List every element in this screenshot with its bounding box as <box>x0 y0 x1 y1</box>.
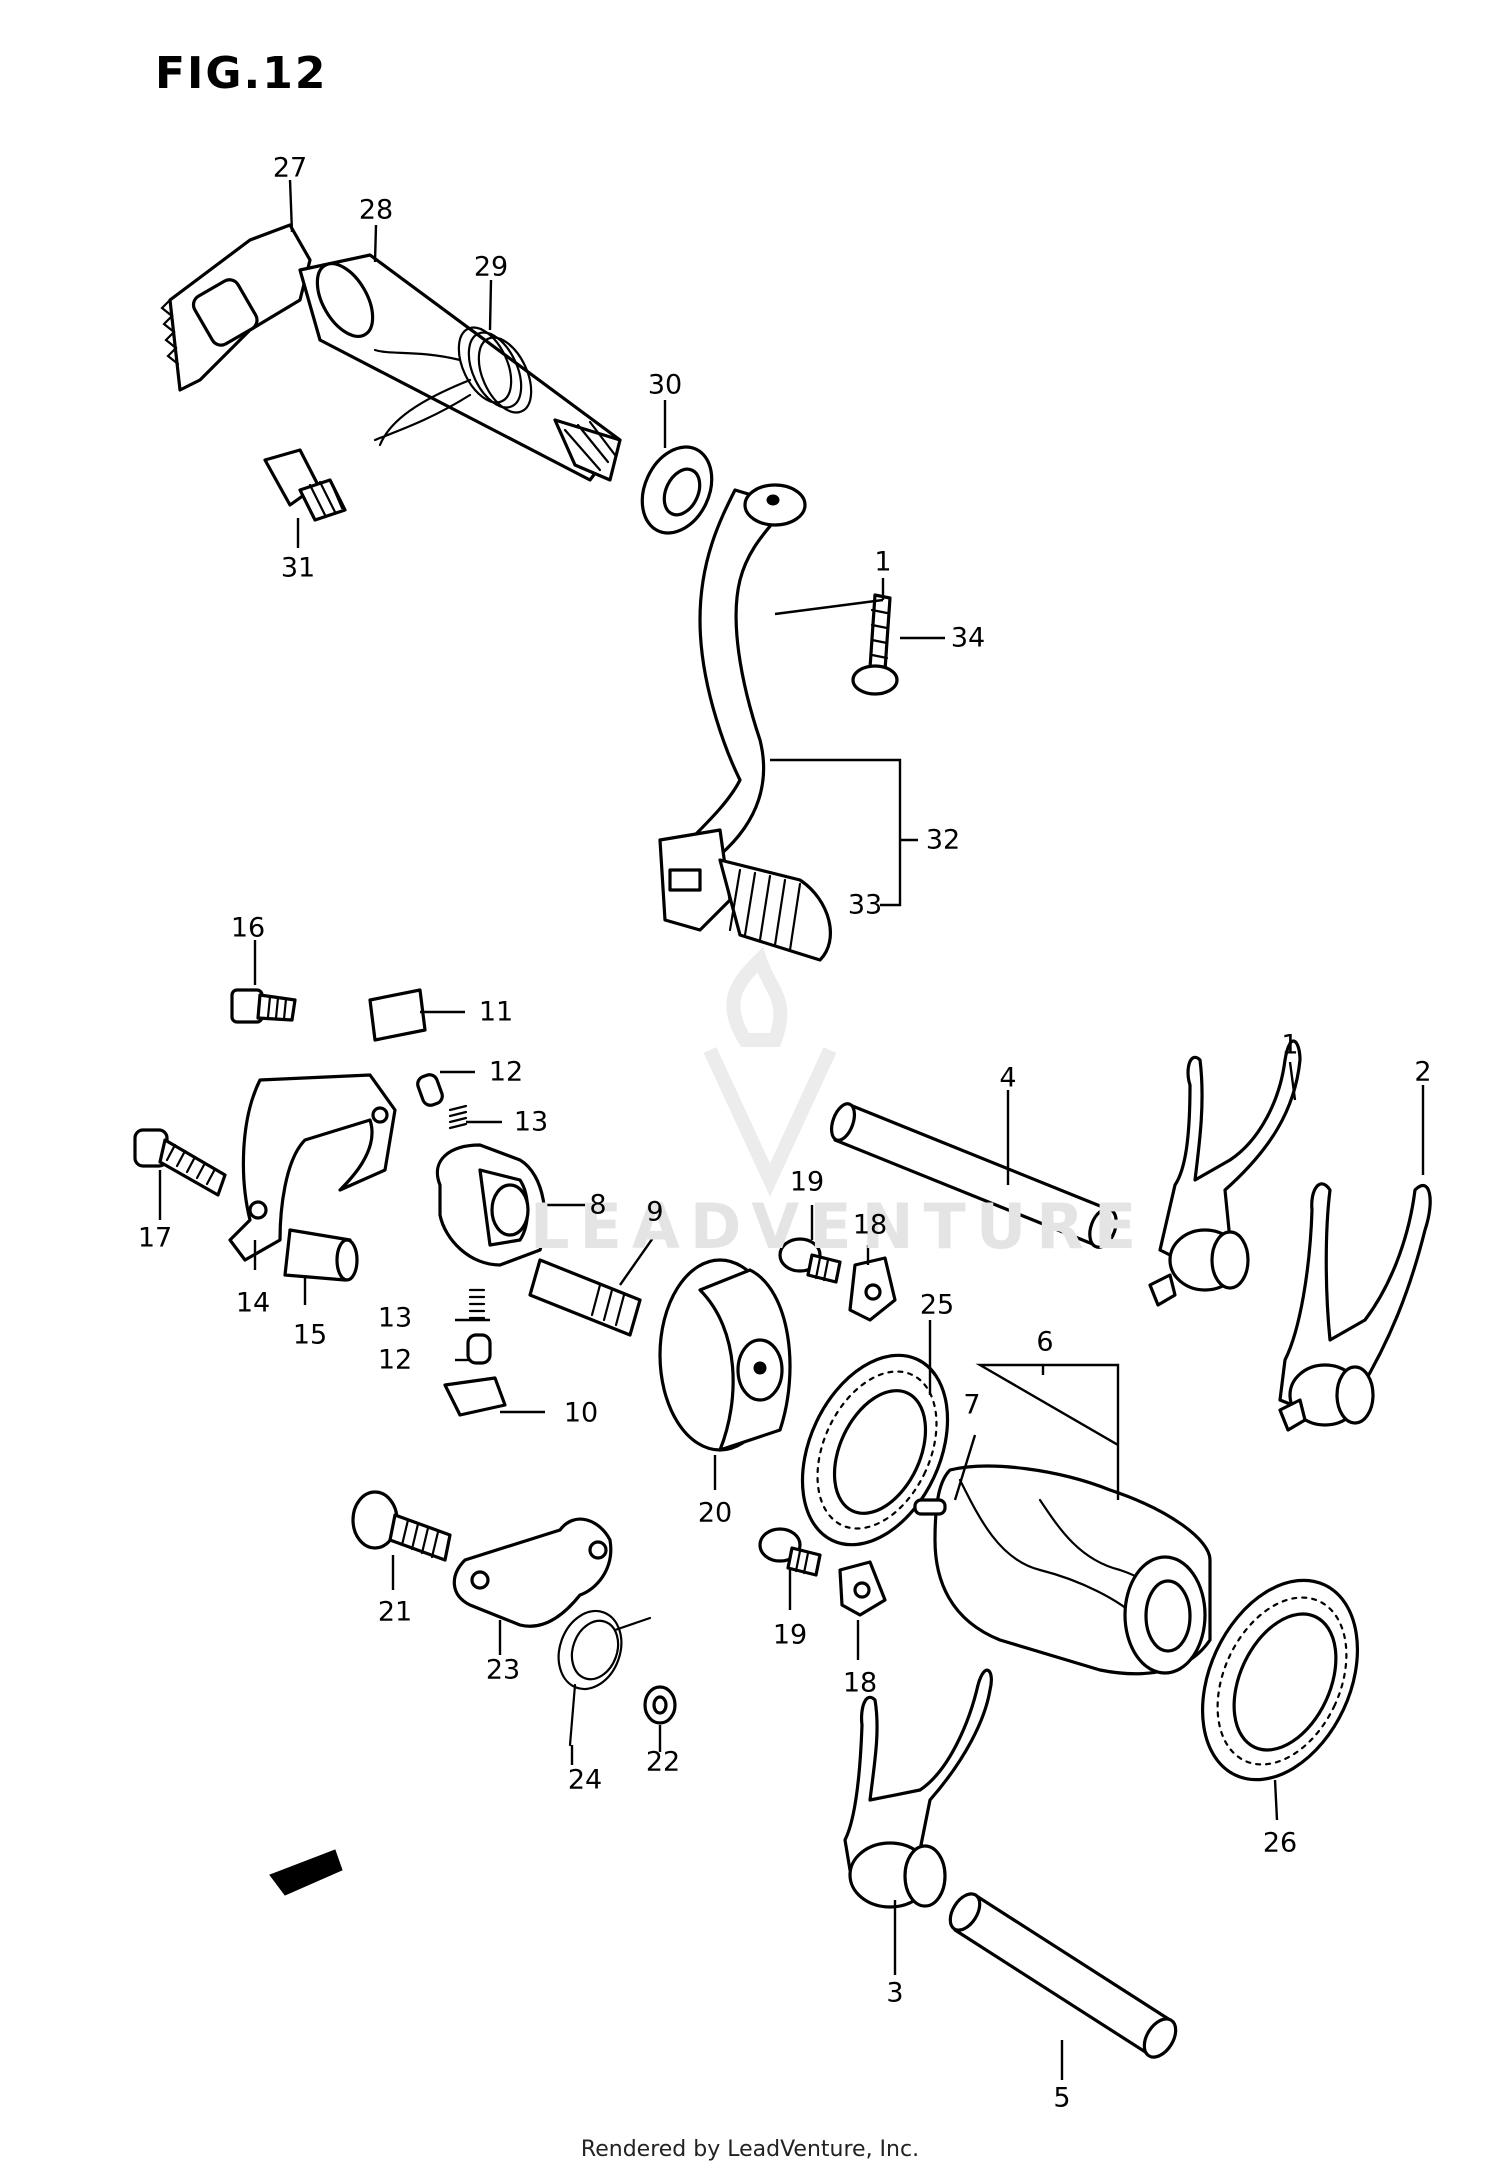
part-15-roller <box>283 1228 359 1282</box>
callout-16: 16 <box>230 912 266 944</box>
part-14-cam-guide-plate <box>228 1073 397 1262</box>
part-12-pin-upper <box>416 1073 444 1107</box>
callout-5: 5 <box>1053 2082 1071 2114</box>
callout-14: 14 <box>235 1287 271 1319</box>
part-31-bolt <box>263 448 347 522</box>
callout-19-upper: 19 <box>789 1166 825 1198</box>
callout-11: 11 <box>478 996 514 1028</box>
callout-30: 30 <box>647 369 683 401</box>
footer-credit: Rendered by LeadVenture, Inc. <box>580 2137 920 2162</box>
callout-12-upper: 12 <box>488 1056 524 1088</box>
part-32-gearshift-lever <box>658 483 832 962</box>
callout-1-upper: 1 <box>874 546 892 578</box>
part-28-gearshift-shaft <box>298 253 622 482</box>
callout-6: 6 <box>1036 1326 1054 1358</box>
part-26-bearing <box>1200 1578 1360 1782</box>
callout-15: 15 <box>292 1319 328 1351</box>
part-7-pin <box>913 1498 947 1516</box>
part-25-bearing <box>800 1353 950 1547</box>
callout-4: 4 <box>999 1062 1017 1094</box>
part-22-washer <box>643 1685 677 1725</box>
part-2-shift-fork <box>1278 1182 1432 1432</box>
callout-1-fork: 1 <box>1281 1029 1299 1061</box>
part-23-cam-stopper <box>452 1517 613 1628</box>
part-10-cam-pawl <box>443 1376 507 1417</box>
callout-19-lower: 19 <box>772 1619 808 1651</box>
callout-24: 24 <box>567 1764 603 1796</box>
part-3-shift-fork <box>843 1668 993 1909</box>
callout-17: 17 <box>137 1222 173 1254</box>
watermark-logo <box>703 947 837 1197</box>
callout-3: 3 <box>886 1977 904 2009</box>
callout-23: 23 <box>485 1654 521 1686</box>
callout-18-upper: 18 <box>852 1209 888 1241</box>
part-30-oil-seal <box>640 445 714 535</box>
part-9-cam-driven-shaft <box>528 1258 642 1337</box>
callout-18-lower: 18 <box>842 1667 878 1699</box>
callout-32: 32 <box>925 824 961 856</box>
callout-22: 22 <box>645 1746 681 1778</box>
part-27-gearshift-cam-stopper-plate <box>160 223 312 392</box>
callout-13-upper: 13 <box>513 1106 549 1138</box>
part-11-cap <box>368 988 427 1042</box>
part-19-screw-upper <box>778 1237 842 1284</box>
callout-12-lower: 12 <box>377 1344 413 1376</box>
callout-26: 26 <box>1262 1827 1298 1859</box>
callout-20: 20 <box>697 1497 733 1529</box>
part-18-stopper-upper <box>848 1256 897 1322</box>
callout-8: 8 <box>589 1189 607 1221</box>
leader-lines <box>158 179 1425 2080</box>
part-6-gearshift-cam <box>933 1464 1212 1676</box>
callout-9: 9 <box>646 1196 664 1228</box>
callout-29: 29 <box>473 251 509 283</box>
part-13-spring-upper <box>448 1104 468 1130</box>
watermark-text: LEADVENTURE <box>530 1190 1147 1263</box>
part-34-bolt <box>851 593 899 696</box>
callout-13-lower: 13 <box>377 1302 413 1334</box>
part-1-shift-fork <box>1148 1039 1302 1307</box>
part-12-pin-lower <box>466 1333 492 1365</box>
part-21-bolt <box>351 1490 452 1562</box>
callout-10: 10 <box>563 1397 599 1429</box>
callout-34: 34 <box>950 622 986 654</box>
callout-2: 2 <box>1414 1056 1432 1088</box>
part-17-bolt <box>133 1128 227 1197</box>
callout-7: 7 <box>963 1389 981 1421</box>
part-16-bolt <box>230 988 297 1024</box>
callout-33: 33 <box>847 889 883 921</box>
part-19-screw-lower <box>758 1527 822 1577</box>
part-8-pawl-lifter <box>435 1143 547 1267</box>
part-18-stopper-lower <box>838 1560 887 1617</box>
part-29-return-spring <box>373 326 533 447</box>
part-13-spring-lower <box>468 1288 486 1320</box>
part-5-fork-shaft <box>948 1892 1178 2059</box>
callout-21: 21 <box>377 1596 413 1628</box>
figure-title: FIG.12 <box>155 48 328 99</box>
part-4-fork-shaft <box>829 1102 1118 1249</box>
part-24-stopper-spring <box>557 1609 652 1747</box>
callout-27: 27 <box>272 152 308 184</box>
callout-31: 31 <box>280 552 316 584</box>
front-arrow-icon <box>269 1849 343 1896</box>
callout-28: 28 <box>358 194 394 226</box>
callout-25: 25 <box>919 1289 955 1321</box>
part-20-cam-driven-gear <box>658 1258 792 1452</box>
